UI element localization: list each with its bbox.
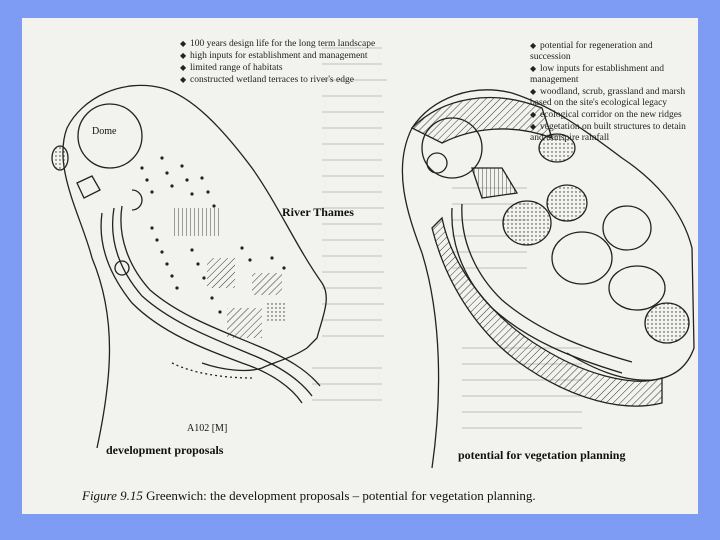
scanned-page: ◆100 years design life for the long term… <box>22 18 698 514</box>
right-panel-title: potential for vegetation planning <box>458 448 626 462</box>
diamond-bullet-icon: ◆ <box>180 75 187 84</box>
left-panel-title: development proposals <box>106 443 224 457</box>
left-note-4: ◆constructed wetland terraces to river's… <box>180 75 354 85</box>
left-map-tree-dots <box>140 156 286 314</box>
diamond-bullet-icon: ◆ <box>530 41 537 50</box>
right-map <box>401 89 695 469</box>
right-note-3: ◆woodland, scrub, grassland and marsh ba… <box>530 87 686 108</box>
right-note-5: ◆vegetation on built structures to detai… <box>530 122 686 143</box>
figure-label: Figure 9.15 <box>82 488 143 503</box>
map-drawings <box>51 47 695 469</box>
diamond-bullet-icon: ◆ <box>180 63 187 72</box>
slide-bottom-bar <box>0 514 720 540</box>
figure-caption: Figure 9.15 Greenwich: the development p… <box>82 488 682 504</box>
right-note-4: ◆ecological corridor on the new ridges <box>530 110 682 120</box>
road-label: A102 [M] <box>187 423 228 434</box>
diamond-bullet-icon: ◆ <box>180 39 187 48</box>
left-peninsula-outline <box>62 84 327 372</box>
dome-circle <box>77 103 143 169</box>
left-note-3: ◆limited range of habitats <box>180 63 283 73</box>
diamond-bullet-icon: ◆ <box>180 51 187 60</box>
dome-label: Dome <box>92 126 117 137</box>
left-note-2: ◆high inputs for establishment and manag… <box>180 51 368 61</box>
road-line-2 <box>112 207 313 397</box>
figure-caption-text: Greenwich: the development proposals – p… <box>146 488 536 503</box>
diamond-bullet-icon: ◆ <box>530 122 537 131</box>
road-line-1 <box>100 212 303 404</box>
right-note-2: ◆low inputs for establishment and manage… <box>530 64 665 85</box>
right-notes: ◆potential for regeneration and successi… <box>530 40 694 144</box>
left-note-1: ◆100 years design life for the long term… <box>180 39 376 49</box>
river-thames-label: River Thames <box>282 205 354 219</box>
diamond-bullet-icon: ◆ <box>530 87 537 96</box>
left-notes: ◆100 years design life for the long term… <box>180 38 390 86</box>
diamond-bullet-icon: ◆ <box>530 64 537 73</box>
diamond-bullet-icon: ◆ <box>530 110 537 119</box>
left-map <box>51 84 327 449</box>
right-note-1: ◆potential for regeneration and successi… <box>530 41 653 62</box>
